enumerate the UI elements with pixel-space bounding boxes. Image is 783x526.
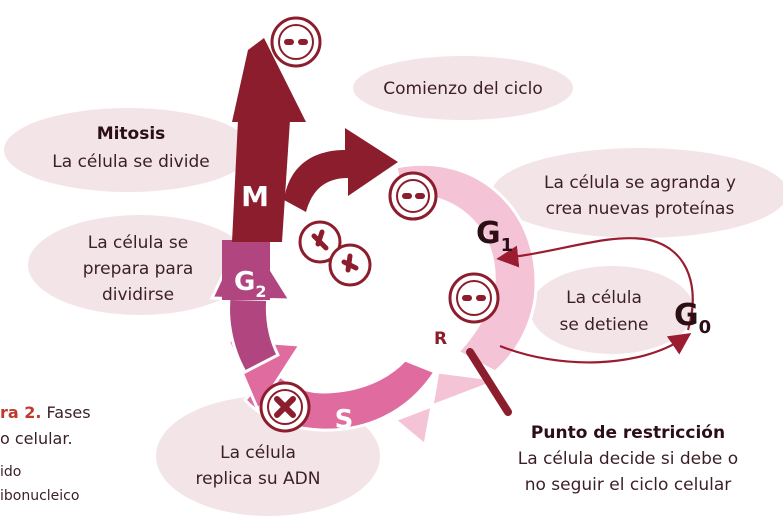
g0-desc-line-1: La célula xyxy=(566,288,642,308)
m-curved-arrow xyxy=(284,128,398,212)
restriction-point-bar xyxy=(466,348,512,416)
restriction-desc-line-2: no seguir el ciclo celular xyxy=(525,475,732,495)
g2-block xyxy=(222,240,270,300)
figure-caption-line-2: o celular. xyxy=(0,429,73,448)
chromosome-icon-s xyxy=(259,381,311,433)
m-up-arrow xyxy=(232,38,306,122)
figure-caption-line-4: ibonucleico xyxy=(0,488,79,504)
s-desc-line-1: La célula xyxy=(220,443,296,463)
restriction-desc-line-1: La célula decide si debe o xyxy=(518,449,738,469)
chromosome-icon-top xyxy=(270,16,322,68)
g1-desc-line-1: La célula se agranda y xyxy=(544,173,736,193)
phase-g2-label: G2 xyxy=(234,267,266,301)
start-label: Comienzo del ciclo xyxy=(383,79,542,99)
mitosis-bubble xyxy=(4,108,252,192)
chromosome-icon-g1 xyxy=(388,171,438,221)
g1-arrowhead xyxy=(392,370,501,448)
g2-desc-line-2: prepara para xyxy=(83,259,194,279)
mitosis-desc: La célula se divide xyxy=(52,152,209,172)
figure-caption-line-1: ra 2. Fases xyxy=(0,403,91,422)
mitosis-title: Mitosis xyxy=(97,124,166,144)
s-desc-line-2: replica su ADN xyxy=(196,469,321,489)
g0-bubble xyxy=(530,266,694,354)
phase-m-label: M xyxy=(241,180,269,213)
g2-desc-line-1: La célula se xyxy=(88,233,188,253)
figure-caption-line-3: ido xyxy=(0,464,21,480)
g2-bubble xyxy=(28,215,252,315)
g0-arrow-out xyxy=(499,333,692,364)
restriction-title: Punto de restricción xyxy=(531,423,725,443)
chromosome-icon-g0 xyxy=(448,272,500,324)
phase-g0-label: G0 xyxy=(674,298,711,338)
g0-desc-line-2: se detiene xyxy=(559,315,648,335)
g2-desc-line-3: dividirse xyxy=(102,285,174,305)
g1-segment xyxy=(394,162,538,374)
start-bubble xyxy=(353,56,573,120)
phase-g1-label: G1 xyxy=(476,216,513,256)
g0-arrow-in xyxy=(496,237,694,331)
g1-bubble xyxy=(492,148,783,238)
g1-desc-line-2: crea nuevas proteínas xyxy=(546,199,735,219)
m-segment xyxy=(232,120,290,242)
dividing-cells-icon xyxy=(298,220,372,287)
phase-s-label: S xyxy=(335,405,354,435)
restriction-r-label: R xyxy=(434,329,447,349)
